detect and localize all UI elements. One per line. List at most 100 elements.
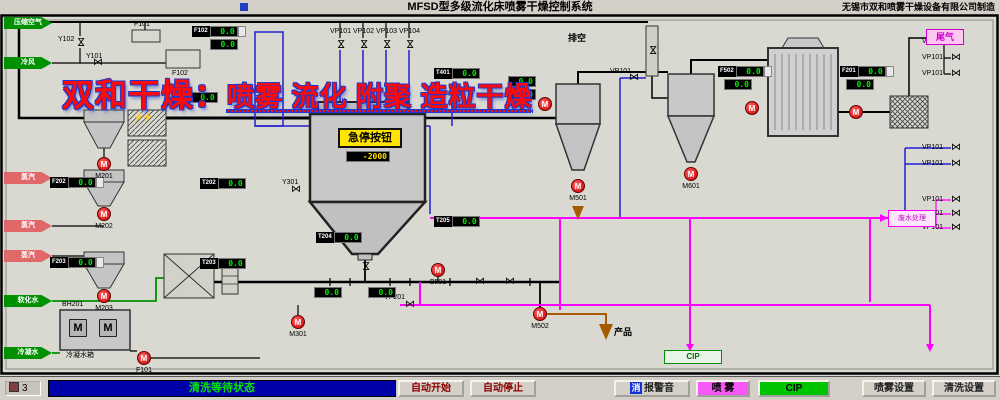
pipe-label: 排空	[568, 33, 587, 43]
page-counter[interactable]: 3	[5, 381, 41, 396]
valve-icon[interactable]: ⋈	[647, 45, 658, 55]
auto-start-button[interactable]: 自动开始	[398, 380, 464, 397]
pipe-label: VP101	[922, 70, 944, 77]
pump-icon[interactable]: M	[99, 319, 117, 337]
flow-arrow: 蒸汽	[4, 172, 52, 184]
spray-mode-button[interactable]: 喷 雾	[696, 380, 750, 397]
pipe-label: VP101	[330, 28, 352, 35]
pipe-label: VP101	[922, 144, 944, 151]
pump-icon[interactable]: M	[538, 97, 552, 111]
valve-icon[interactable]: ⋈	[951, 222, 961, 233]
value-display[interactable]: 0.0	[508, 76, 536, 87]
pump-icon[interactable]: M	[291, 315, 305, 329]
pipe-label: VP101	[922, 54, 944, 61]
pipe-label: Y101	[86, 53, 103, 60]
pump-icon[interactable]: M	[97, 289, 111, 303]
pump-icon[interactable]: M	[97, 157, 111, 171]
flow-arrow: 冷风	[4, 57, 52, 69]
condenser	[767, 37, 839, 137]
flow-arrow: 冷凝水	[4, 347, 52, 359]
pump-icon[interactable]: M	[533, 307, 547, 321]
pipe-label: VP104	[399, 28, 421, 35]
valve-icon[interactable]: ⋈	[951, 142, 961, 153]
status-message: 清洗等待状态	[48, 380, 396, 397]
valve-icon[interactable]: ⋈	[951, 194, 961, 205]
value-display[interactable]: 0.0	[368, 287, 396, 298]
valve-icon[interactable]: ⋈	[951, 208, 961, 219]
valve-icon[interactable]: ⋈	[291, 184, 301, 195]
pump-icon[interactable]: M	[137, 351, 151, 365]
pipe-label: ⚡⚡	[133, 112, 153, 122]
pump-label: M202	[95, 223, 113, 230]
valve-icon[interactable]: ⋈	[381, 39, 392, 49]
value-display[interactable]: -2000	[346, 151, 390, 162]
tail-gas-label: 尾气	[926, 29, 964, 45]
pump-icon[interactable]: M	[571, 179, 585, 193]
manufacturer-label: 无锡市双和喷雾干燥设备有限公司制造	[841, 2, 995, 12]
waste-treatment-box: 废水处理	[888, 210, 936, 227]
pump-label: M301	[289, 331, 307, 338]
valve-icon[interactable]: ⋈	[93, 57, 103, 68]
pipe-label: VP101	[922, 224, 944, 231]
mute-alarm-button[interactable]: 消报警音	[614, 380, 690, 397]
pipe-label: F102	[172, 70, 188, 77]
mute-icon: 消	[630, 382, 642, 395]
cip-return-box: CIP	[664, 350, 722, 364]
spray-settings-button[interactable]: 喷雾设置	[862, 380, 926, 397]
clean-settings-button[interactable]: 清洗设置	[932, 380, 996, 397]
valve-icon[interactable]: ⋈	[405, 299, 415, 310]
valve-icon[interactable]: ⋈	[951, 52, 961, 63]
valve-icon[interactable]: ⋈	[629, 72, 639, 83]
pump-icon[interactable]: M	[849, 105, 863, 119]
valve-icon[interactable]: ⋈	[360, 261, 371, 271]
flow-arrow: 软化水	[4, 295, 52, 307]
title-bar: MFSD型多级流化床喷雾干燥控制系统 无锡市双和喷雾干燥设备有限公司制造	[0, 0, 1000, 14]
valve-icon[interactable]: ⋈	[505, 276, 515, 287]
valve-icon[interactable]: ⋈	[475, 276, 485, 287]
pump-label: M601	[682, 183, 700, 190]
value-display[interactable]: 0.0	[508, 89, 536, 100]
pump-label: B501	[429, 279, 447, 286]
value-display[interactable]: 0.0	[724, 79, 752, 90]
valve-icon[interactable]: ⋈	[404, 39, 415, 49]
cyclone-1	[554, 83, 602, 171]
valve-icon[interactable]: ⋈	[951, 158, 961, 169]
pump-label: M201	[95, 173, 113, 180]
pipe-label: Y301	[282, 179, 299, 186]
pump-icon[interactable]: M	[684, 167, 698, 181]
pump-icon[interactable]: M	[745, 101, 759, 115]
pipe-label: Y102	[58, 36, 75, 43]
value-display[interactable]: 0.0	[210, 39, 238, 50]
cip-mode-button[interactable]: CIP	[758, 380, 830, 397]
pump-icon[interactable]: M	[69, 319, 87, 337]
value-display[interactable]: 0.0	[846, 79, 874, 90]
flow-arrow: 压缩空气	[4, 17, 52, 29]
valve-icon[interactable]: ⋈	[358, 39, 369, 49]
pump-icon[interactable]: M	[97, 207, 111, 221]
pipe-label: VP102	[353, 28, 375, 35]
valve-icon[interactable]: ⋈	[75, 37, 86, 47]
pipe-label: VP103	[376, 28, 398, 35]
pipe-label: F101	[134, 21, 150, 28]
valve-icon[interactable]: ⋈	[335, 39, 346, 49]
status-led	[9, 382, 19, 392]
auto-stop-button[interactable]: 自动停止	[470, 380, 536, 397]
pump-icon[interactable]: M	[431, 263, 445, 277]
valve-icon[interactable]: ⋈	[951, 68, 961, 79]
emergency-stop-button[interactable]: 急停按钮	[338, 128, 402, 148]
pipe-label: VP101	[922, 196, 944, 203]
value-display[interactable]: 0.0	[314, 287, 342, 298]
